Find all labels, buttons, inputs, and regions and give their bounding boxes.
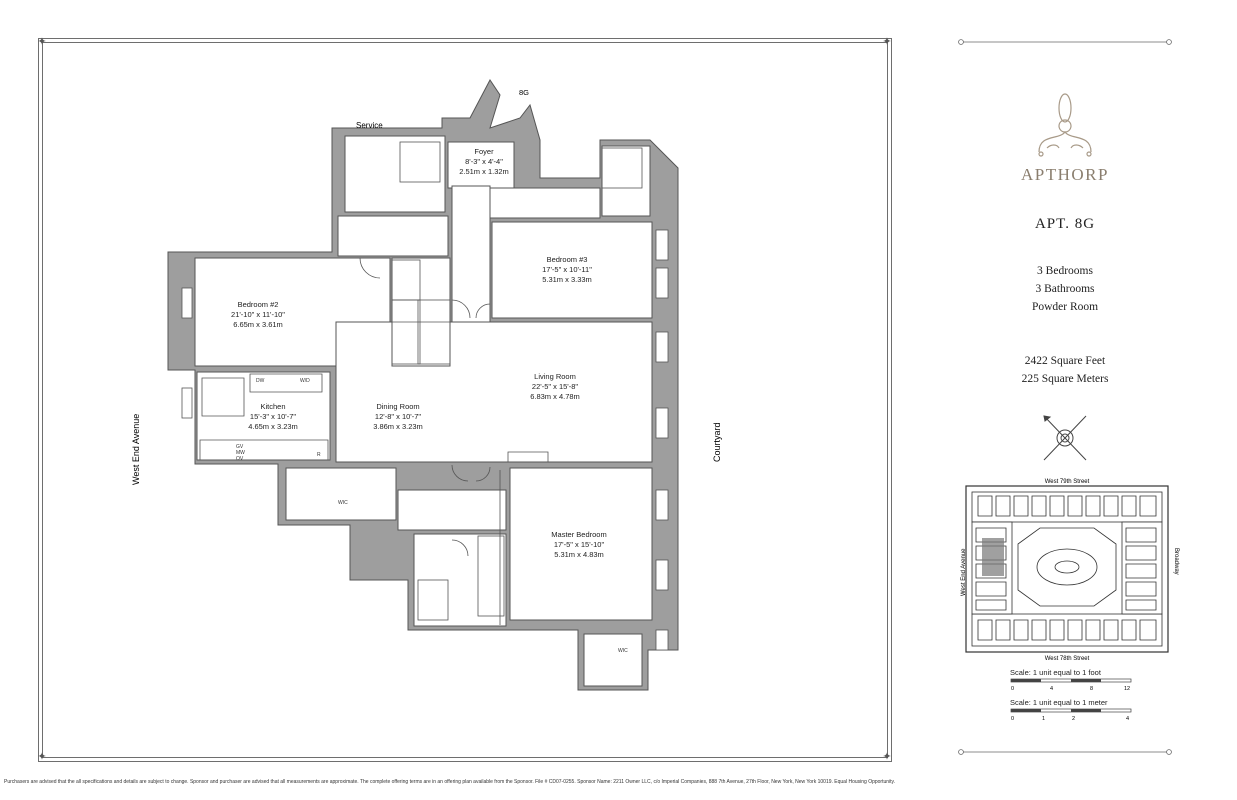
locator-east-street: Broadway — [1173, 548, 1179, 575]
floor-plan: DW W/D GV MW OV R WIC WIC Foyer 8'-3" x … — [131, 79, 722, 691]
room-metric-bedroom-3: 5.31m x 3.33m — [542, 275, 592, 284]
street-label-west: West End Avenue — [131, 414, 141, 485]
scale-tick: 0 — [1011, 716, 1014, 722]
frame-corner-ornament: ✦ — [882, 751, 892, 763]
fixture-label: GV — [236, 444, 244, 450]
fixture-label: OV — [236, 456, 244, 462]
plan-frame — [38, 38, 892, 762]
apartment-title: APT. 8G — [1034, 216, 1096, 232]
room-metric-dining-room: 3.86m x 3.23m — [373, 422, 423, 431]
locator-north-street: West 79th Street — [1045, 479, 1090, 485]
scale-tick: 12 — [1124, 686, 1130, 692]
fixture-label: WIC — [338, 500, 348, 506]
bottom-divider — [958, 749, 1172, 755]
crest-icon — [1038, 93, 1092, 157]
scale-tick: 8 — [1090, 686, 1093, 692]
fixture-label: WIC — [618, 648, 628, 654]
room-name-living-room: Living Room — [534, 372, 576, 381]
room-dims-kitchen: 15'-3" x 10'-7" — [250, 412, 296, 421]
scale-feet-label: Scale: 1 unit equal to 1 foot — [1010, 668, 1101, 677]
scale-meter-label: Scale: 1 unit equal to 1 meter — [1010, 698, 1108, 707]
frame-corner-ornament: ✦ — [882, 36, 892, 48]
frame-corner-ornament: ✦ — [37, 36, 47, 48]
spec-square-meters: 225 Square Meters — [1021, 373, 1109, 385]
room-dims-bedroom-2: 21'-10" x 11'-10" — [231, 310, 285, 319]
room-metric-foyer: 2.51m x 1.32m — [459, 167, 509, 176]
scale-tick: 2 — [1072, 716, 1075, 722]
north-compass-icon — [1043, 415, 1087, 461]
courtyard-label: Courtyard — [712, 422, 722, 462]
unit-tag: 8G — [519, 88, 529, 97]
spec-square-feet: 2422 Square Feet — [1024, 355, 1106, 367]
locator-south-street: West 78th Street — [1045, 656, 1090, 662]
room-dims-master-bedroom: 17'-5" x 15'-10" — [554, 540, 605, 549]
scale-feet-bar: 0 4 8 12 — [1010, 678, 1132, 692]
room-metric-living-room: 6.83m x 4.78m — [530, 392, 580, 401]
brand-name: APTHORP — [1021, 165, 1109, 184]
brand-logo: APTHORP — [1000, 88, 1130, 185]
room-dims-foyer: 8'-3" x 4'-4" — [465, 157, 503, 166]
room-dims-dining-room: 12'-8" x 10'-7" — [375, 412, 421, 421]
spec-bedrooms: 3 Bedrooms — [1037, 265, 1093, 277]
fixture-label: MW — [236, 450, 245, 456]
fixture-label: DW — [256, 378, 265, 384]
room-dims-living-room: 22'-5" x 15'-8" — [532, 382, 578, 391]
room-name-kitchen: Kitchen — [260, 402, 285, 411]
room-name-foyer: Foyer — [474, 147, 494, 156]
scale-meter-bar: 0 1 2 4 — [1010, 708, 1132, 722]
building-locator-map: West 79th Street West 78th Street West E… — [961, 479, 1179, 662]
spec-powder-room: Powder Room — [1031, 301, 1099, 313]
room-name-bedroom-2: Bedroom #2 — [238, 300, 279, 309]
scale-tick: 4 — [1126, 716, 1129, 722]
room-name-dining-room: Dining Room — [376, 402, 419, 411]
unit-highlight — [982, 538, 1004, 576]
fixture-label: R — [317, 452, 321, 458]
service-label: Service — [356, 121, 383, 130]
scale-tick: 4 — [1050, 686, 1053, 692]
room-dims-bedroom-3: 17'-5" x 10'-11" — [542, 265, 592, 274]
top-divider — [958, 39, 1172, 45]
scale-tick: 0 — [1011, 686, 1014, 692]
room-metric-bedroom-2: 6.65m x 3.61m — [233, 320, 283, 329]
room-metric-master-bedroom: 5.31m x 4.83m — [554, 550, 604, 559]
fixture-label: W/D — [300, 378, 310, 384]
room-name-bedroom-3: Bedroom #3 — [547, 255, 588, 264]
frame-corner-ornament: ✦ — [37, 751, 47, 763]
locator-west-street: West End Avenue — [961, 548, 967, 596]
scale-tick: 1 — [1042, 716, 1045, 722]
legal-disclaimer: Purchasers are advised that the all spec… — [4, 779, 896, 785]
room-metric-kitchen: 4.65m x 3.23m — [248, 422, 298, 431]
spec-bathrooms: 3 Bathrooms — [1035, 283, 1095, 295]
room-name-master-bedroom: Master Bedroom — [551, 530, 606, 539]
